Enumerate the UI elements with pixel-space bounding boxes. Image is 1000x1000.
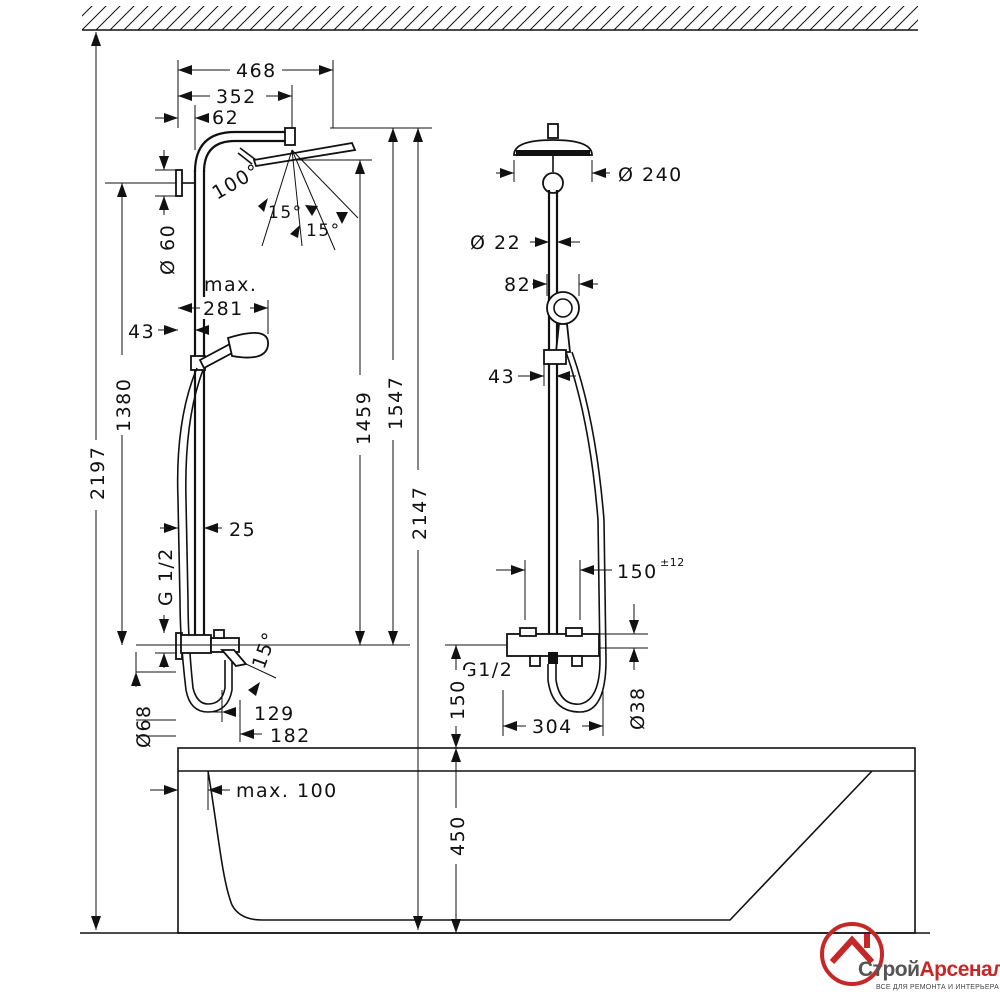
hand-shower-front	[543, 291, 580, 365]
dim-15-deg-spout: 15°	[248, 628, 282, 671]
brand-name-part1: Строй	[858, 958, 920, 981]
dim-max-100: max. 100	[236, 780, 338, 802]
dim-2147: 2147	[409, 486, 431, 540]
shower-head-front	[513, 123, 593, 194]
dim-150: 150	[447, 679, 469, 720]
dim-diameter-60: Ø 60	[157, 224, 179, 275]
dim-43-right: 43	[488, 366, 515, 388]
dim-281: 281	[203, 298, 244, 320]
dim-304: 304	[532, 716, 573, 738]
dim-150-tolerance-sup: ±12	[660, 556, 685, 569]
dim-diameter-22: Ø 22	[470, 232, 521, 254]
bathtub	[177, 747, 916, 934]
brand-logo-mark	[820, 922, 884, 986]
dim-450: 450	[447, 815, 469, 856]
shower-head-side	[237, 127, 357, 168]
front-view: Ø 240 Ø 22 82 43 150 ±12 G1/2	[444, 123, 685, 933]
dim-g-half-right: G1/2	[462, 659, 513, 681]
dim-diameter-240: Ø 240	[618, 164, 683, 186]
hand-shower-side	[190, 331, 269, 371]
dim-1380: 1380	[113, 378, 135, 432]
dim-15-deg-b: 15°	[306, 221, 341, 241]
brand-tagline: ВСЕ ДЛЯ РЕМОНТА И ИНТЕРЬЕРА	[876, 984, 999, 991]
dim-diameter-38: Ø38	[627, 686, 649, 730]
thermostat-side	[180, 629, 248, 667]
dim-100-deg: 100°	[209, 159, 265, 204]
brand-name: СтройАрсенал	[858, 958, 1000, 982]
dim-468: 468	[236, 60, 277, 82]
dim-max-label-281: max.	[204, 274, 257, 296]
dim-82: 82	[504, 274, 531, 296]
dim-1459: 1459	[353, 391, 375, 445]
upper-wall-bracket	[175, 169, 183, 197]
dim-150-tolerance: 150	[617, 561, 658, 583]
dim-diameter-68: Ø68	[133, 704, 155, 748]
dim-352: 352	[216, 86, 257, 108]
dim-129: 129	[254, 703, 295, 725]
dim-182: 182	[270, 725, 311, 747]
side-view: 468 352 62 100° 15° 15° Ø 60 max.	[84, 32, 432, 930]
dim-g-half-left: G 1/2	[155, 547, 177, 606]
spray-angle-lines	[261, 149, 359, 251]
dim-1547: 1547	[385, 376, 407, 430]
dim-25: 25	[229, 519, 256, 541]
ceiling	[82, 6, 918, 31]
dim-62: 62	[212, 107, 239, 129]
dim-2197: 2197	[87, 446, 109, 500]
dim-15-deg-a: 15°	[268, 203, 303, 223]
thermostat-front	[506, 627, 600, 667]
dim-43-left: 43	[128, 321, 155, 343]
brand-name-part2: Арсенал	[919, 958, 1000, 981]
